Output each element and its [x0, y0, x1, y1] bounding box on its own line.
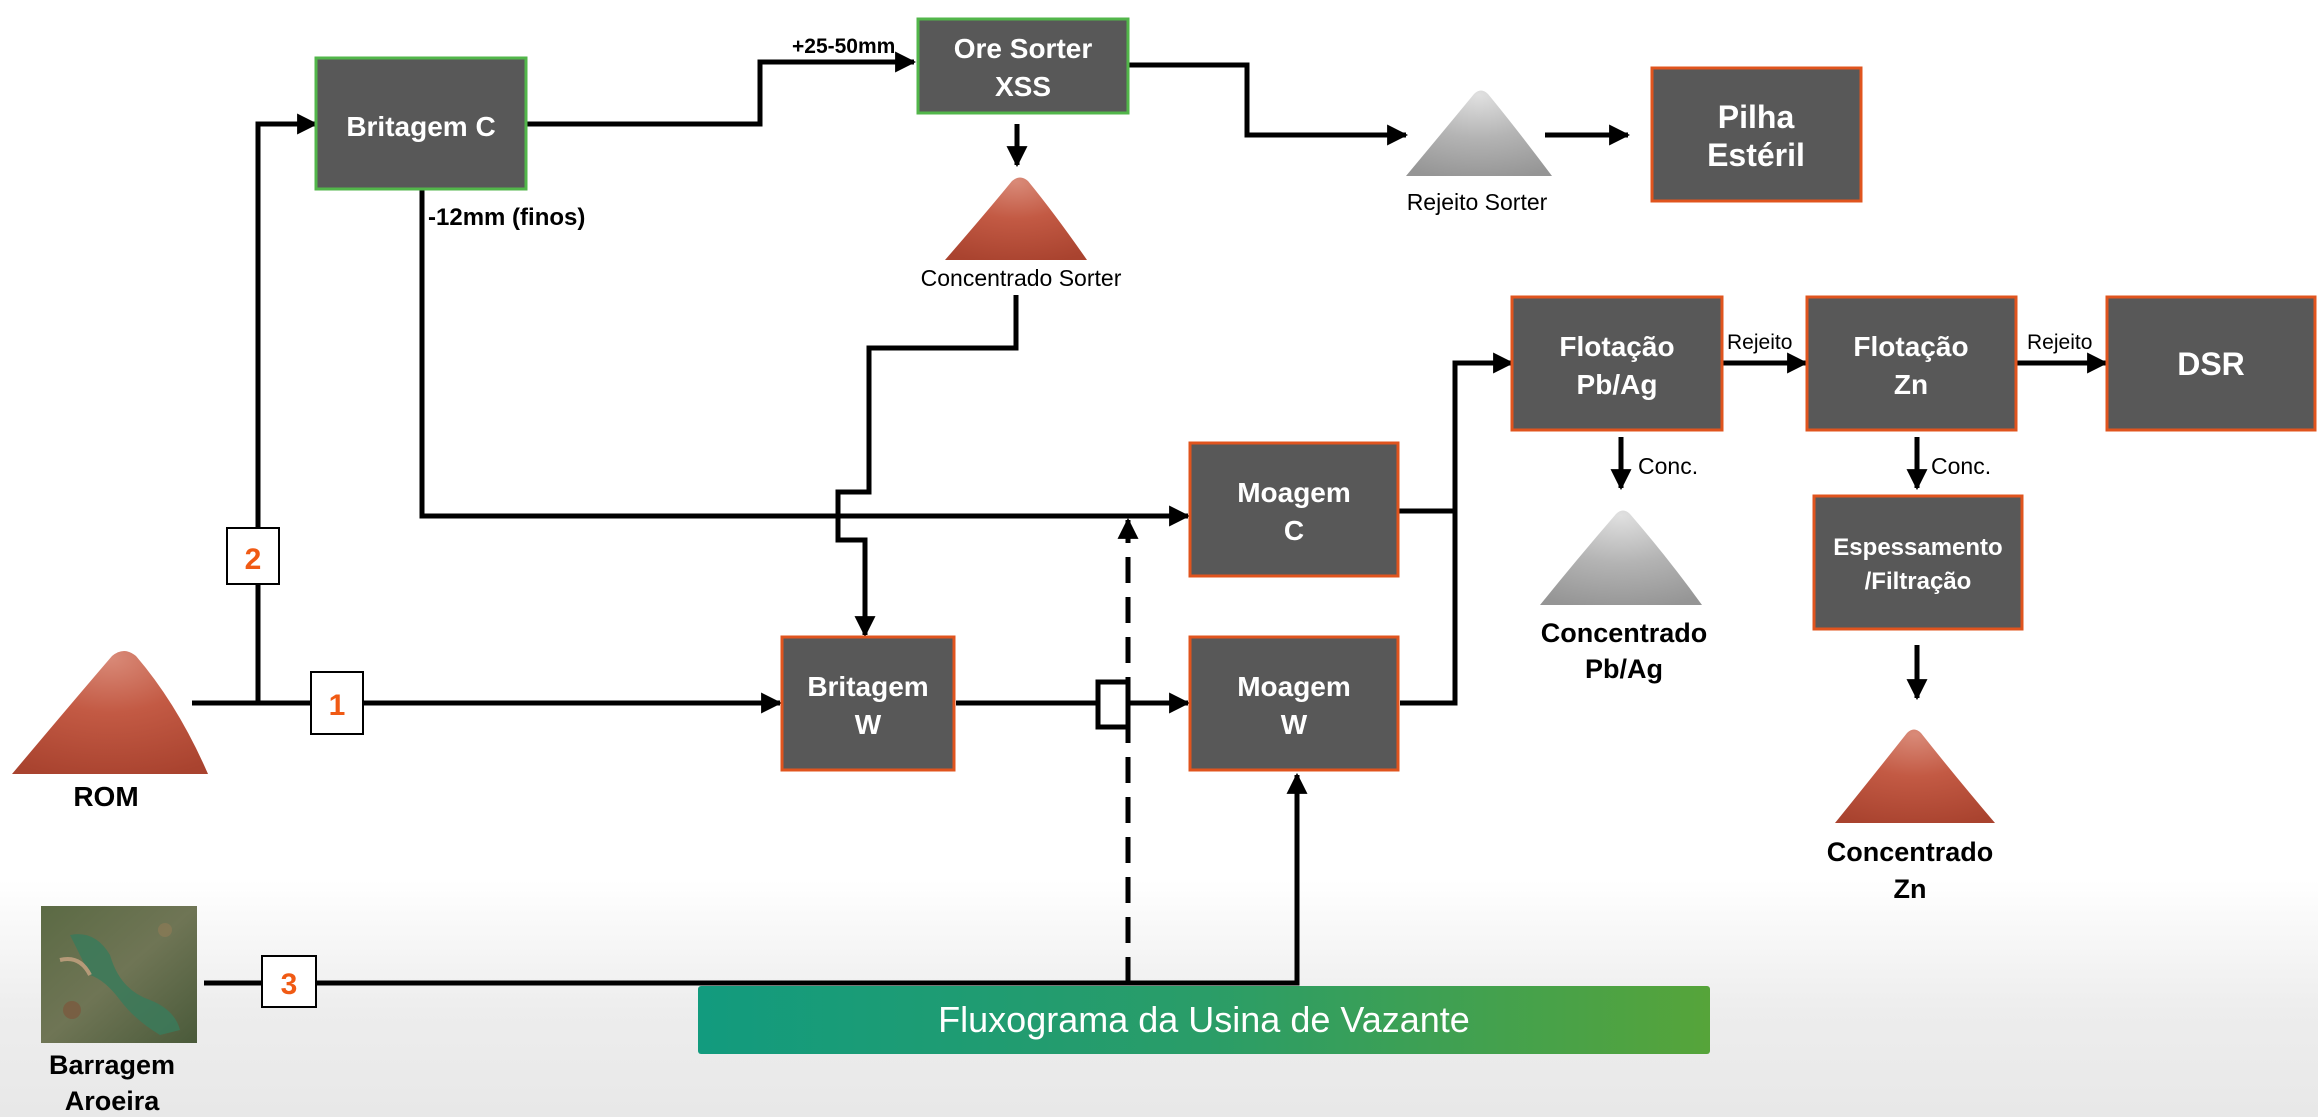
route-number-3: 3 — [261, 955, 317, 1008]
moagem-c-label-2: C — [1284, 515, 1304, 546]
rejeito-sorter-label: Rejeito Sorter — [1407, 189, 1548, 215]
ore-sorter-label-2: XSS — [995, 71, 1051, 102]
dsr-box: DSR — [2105, 295, 2317, 432]
flotacao-pbag-box: Flotação Pb/Ag — [1510, 295, 1724, 432]
concentrado-pbag-label-2: Pb/Ag — [1585, 654, 1663, 684]
britagem-c-box: Britagem C — [314, 56, 528, 191]
barragem-aroeira: Barragem Aroeira — [41, 906, 197, 1116]
pilha-esteril-label-1: Pilha — [1718, 99, 1795, 135]
flotacao-pbag-label-2: Pb/Ag — [1577, 369, 1658, 400]
svg-text:2: 2 — [245, 543, 262, 576]
flotacao-zn-label-2: Zn — [1894, 369, 1928, 400]
concentrado-sorter-label: Concentrado Sorter — [921, 265, 1122, 291]
line-rom-to-britagem-c — [255, 113, 319, 703]
rejeito-label-1: Rejeito — [1727, 331, 1792, 354]
sorter-feed-label: +25-50mm — [792, 35, 895, 58]
route-number-2: 2 — [226, 527, 280, 585]
britagem-w-label-1: Britagem — [807, 671, 928, 702]
britagem-w-box: Britagem W — [780, 635, 956, 772]
concentrado-sorter-pile: Concentrado Sorter — [921, 177, 1122, 291]
line-barragem-to-moagem-w — [204, 772, 1308, 986]
rom-label: ROM — [73, 781, 138, 812]
espessamento-label-1: Espessamento — [1833, 534, 2002, 561]
fines-label: -12mm (finos) — [428, 204, 585, 231]
flotacao-pbag-label-1: Flotação — [1559, 331, 1674, 362]
line-sorter-to-rejeito — [1128, 62, 1409, 146]
pilha-esteril-box: Pilha Estéril — [1650, 66, 1863, 203]
rejeito-label-2: Rejeito — [2027, 331, 2092, 354]
line-britagem-w-to-moagem-w — [956, 679, 1131, 730]
conc-label-2: Conc. — [1931, 453, 1991, 479]
ore-sorter-label-1: Ore Sorter — [954, 33, 1093, 64]
moagem-w-label-1: Moagem — [1237, 671, 1351, 702]
route-number-1: 1 — [310, 671, 364, 735]
svg-text:3: 3 — [281, 968, 298, 1001]
concentrado-zn-label-1: Concentrado — [1827, 837, 1994, 867]
concentrado-zn-pile: Concentrado Zn — [1827, 729, 1995, 904]
svg-text:1: 1 — [329, 689, 346, 722]
conc-label-1: Conc. — [1638, 453, 1698, 479]
concentrado-zn-label-2: Zn — [1894, 874, 1927, 904]
line-britagem-c-to-sorter — [526, 51, 917, 127]
title-banner: Fluxograma da Usina de Vazante — [698, 986, 1710, 1054]
barragem-label-1: Barragem — [49, 1050, 175, 1080]
rejeito-sorter-pile: Rejeito Sorter — [1406, 90, 1552, 215]
rom-pile: ROM — [12, 651, 208, 812]
ore-sorter-box: Ore Sorter XSS — [916, 17, 1130, 115]
pilha-esteril-label-2: Estéril — [1707, 137, 1805, 173]
moagem-c-label-1: Moagem — [1237, 477, 1351, 508]
barragem-label-2: Aroeira — [65, 1086, 161, 1116]
page-title: Fluxograma da Usina de Vazante — [938, 999, 1470, 1040]
flow-lines — [192, 51, 2109, 986]
line-fines-to-moagem-c — [419, 190, 1191, 527]
concentrado-pbag-label-1: Concentrado — [1541, 618, 1708, 648]
dsr-label: DSR — [2177, 346, 2245, 382]
flotacao-zn-label-1: Flotação — [1853, 331, 1968, 362]
concentrado-pbag-pile: Concentrado Pb/Ag — [1540, 510, 1708, 684]
moagem-c-box: Moagem C — [1188, 441, 1400, 578]
britagem-w-label-2: W — [855, 709, 882, 740]
britagem-c-label: Britagem C — [346, 111, 495, 142]
moagem-w-label-2: W — [1281, 709, 1308, 740]
espessamento-label-2: /Filtração — [1865, 568, 1972, 595]
espessamento-box: Espessamento /Filtração — [1812, 494, 2024, 631]
line-conc-to-britagem-w — [835, 295, 1019, 638]
moagem-w-box: Moagem W — [1188, 635, 1400, 772]
flotacao-zn-box: Flotação Zn — [1805, 295, 2018, 432]
